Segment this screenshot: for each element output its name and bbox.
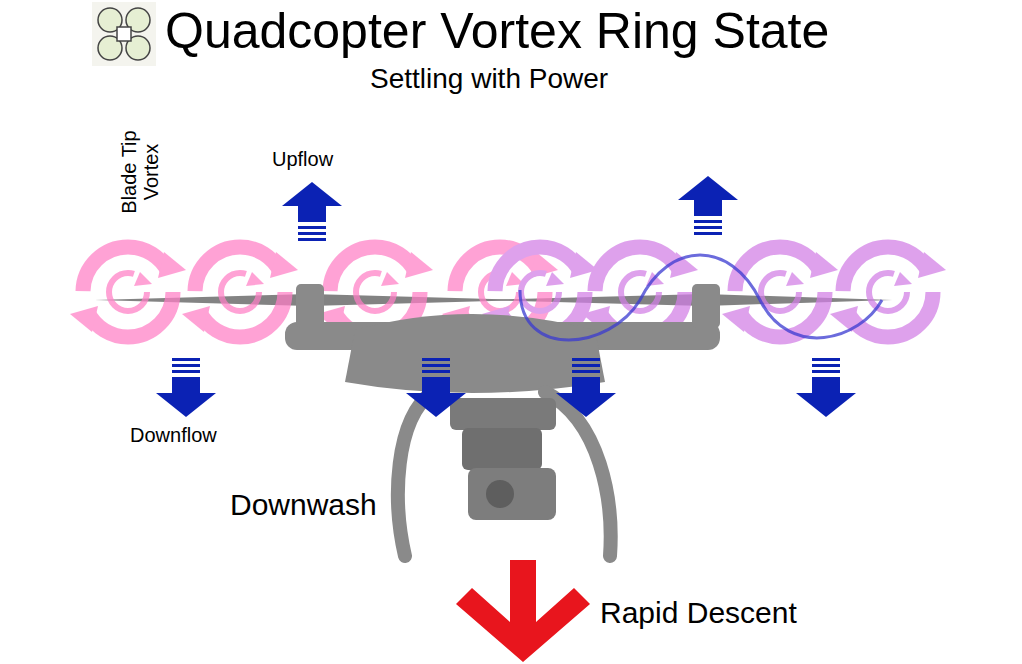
flow-arrows: [156, 176, 856, 417]
flow-label: Downflow: [130, 424, 217, 446]
flow-label: Downwash: [230, 488, 377, 521]
vortex-flow-line: [520, 255, 882, 340]
descent-arrow: [456, 560, 590, 662]
descent-label: Rapid Descent: [600, 596, 797, 629]
subtitle: Settling with Power: [370, 64, 608, 95]
quad-icon: [92, 2, 156, 66]
propellers: [95, 294, 892, 306]
vortex-label: Blade Tip Vortex: [118, 120, 162, 224]
flow-label: Upflow: [272, 148, 333, 170]
title: Quadcopter Vortex Ring State: [165, 4, 829, 59]
